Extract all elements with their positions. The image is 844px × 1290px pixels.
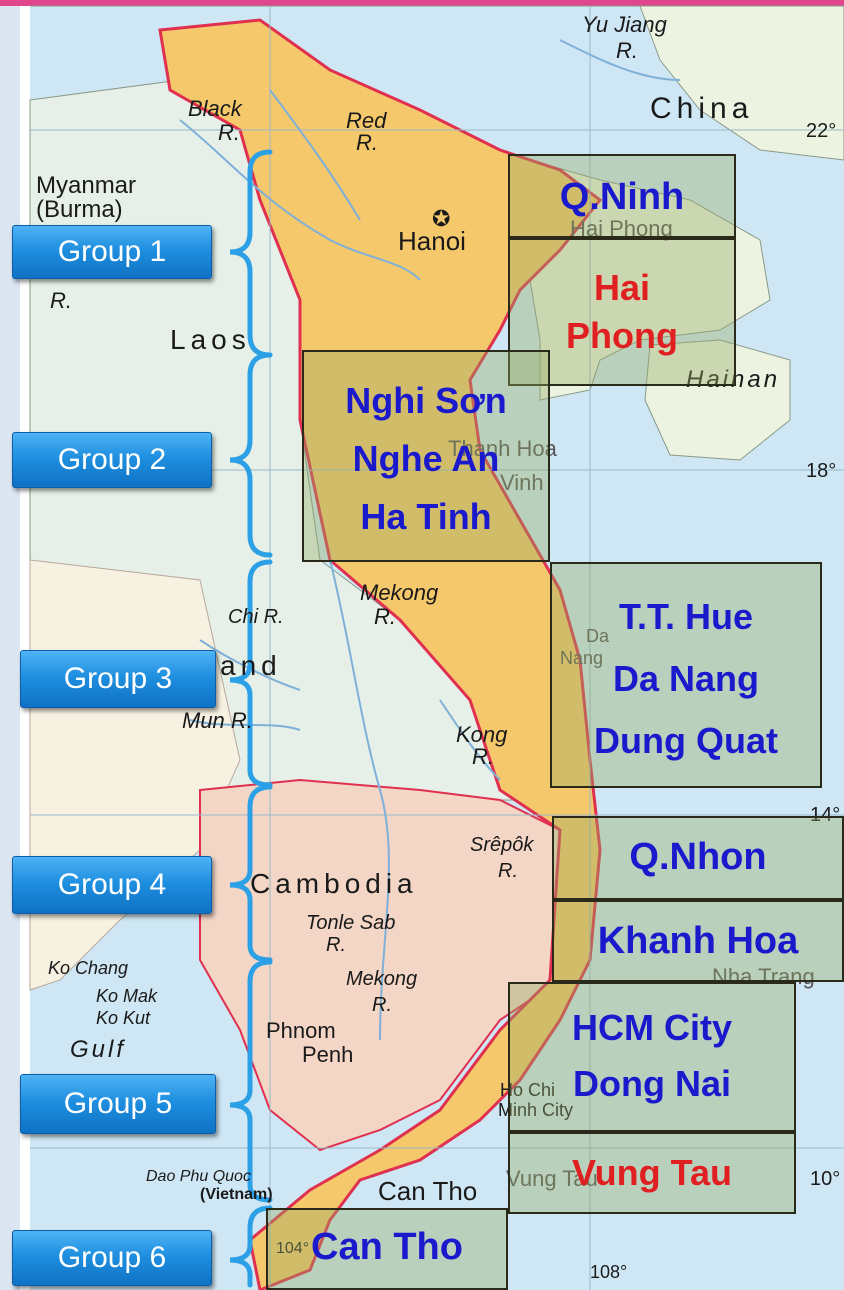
label-r-left: R. [50,288,72,313]
bracket-1 [229,149,273,358]
label-lat-22: 22° [806,120,837,142]
label-mekong-2-r: R. [372,994,392,1016]
label-hcm-1: Ho Chi [500,1080,556,1100]
label-lon-108: 108° [590,1262,628,1282]
label-thanhhoa: Thanh Hoa [448,436,557,461]
label-mun-river: Mun R. [182,708,253,733]
label-yu-jiang: Yu Jiang [582,12,667,37]
label-nhatrang: Nha Trang [712,964,815,989]
region-line: Dong Nai [573,1063,731,1104]
region-line: Dung Quat [594,720,778,761]
label-mekong-2: Mekong [346,968,418,990]
group-2-button[interactable]: Group 2 [12,432,212,488]
region-line: HCM City [572,1007,732,1048]
label-yu-jiang-r: R. [616,38,638,63]
bracket-5 [229,959,273,1203]
label-mekong-1: Mekong [360,580,439,605]
group-4-button[interactable]: Group 4 [12,856,212,914]
label-tonle-sab: Tonle Sab [306,912,396,934]
region-line: Khanh Hoa [597,920,799,962]
label-china: China [650,92,754,125]
label-ko-kut: Ko Kut [96,1008,151,1028]
hainan-island [644,339,791,461]
label-thailand: and [220,650,282,681]
label-lat-14: 14° [810,804,841,826]
bracket-3 [229,559,273,788]
group-6-button[interactable]: Group 6 [12,1230,212,1286]
group-3-button[interactable]: Group 3 [20,650,216,708]
group-1-button[interactable]: Group 1 [12,225,212,279]
label-cambodia: Cambodia [250,868,418,899]
label-kong-river-r: R. [472,744,494,769]
label-ko-mak: Ko Mak [96,986,158,1006]
group-brackets [229,149,273,1288]
label-srepok-r: R. [498,860,518,882]
label-srepok: Srêpôk [470,834,534,856]
label-myanmar: Myanmar [36,172,137,199]
region-box-hue-danang: T.T. Hue Da Nang Dung Quat [550,562,822,788]
region-box-khanhhoa: Khanh Hoa [552,900,844,982]
label-burma: (Burma) [36,196,123,223]
label-phu-quoc: Dao Phu Quoc [146,1168,251,1185]
group-5-button[interactable]: Group 5 [20,1074,216,1134]
region-box-nghison: Nghi Sơn Nghe An Ha Tinh [302,350,550,562]
cambodia-land [199,778,561,1152]
region-line: T.T. Hue [618,596,753,637]
label-chi-river: Chi R. [228,606,284,628]
label-red-river-r: R. [356,130,378,155]
region-box-haiphong: Hai Phong [508,238,736,386]
region-line: Q.Ninh [559,176,685,218]
region-box-hcm: HCM City Dong Nai [508,982,796,1132]
label-tonle-sab-r: R. [326,934,346,956]
label-mekong-1-r: R. [374,604,396,629]
label-cantho-map: Can Tho [378,1176,478,1206]
label-hanoi-star: ✪ [432,206,451,231]
label-lat-18: 18° [806,460,837,482]
label-hcm-2: Minh City [498,1100,574,1120]
label-vinh: Vinh [500,470,544,495]
label-red-river: Red [346,108,387,133]
frame-top [0,0,844,6]
region-line: Hai [593,267,651,308]
region-line: Da Nang [612,658,760,699]
region-box-qninh: Q.Ninh [508,154,736,238]
label-lon-104: 104° [276,1240,310,1257]
label-phnompenh-2: Penh [302,1042,354,1067]
label-black-river-r: R. [218,120,240,145]
region-box-qnhon: Q.Nhon [552,816,844,900]
bracket-4 [229,784,273,963]
region-line: Ha Tinh [360,496,492,537]
label-laos: Laos [170,324,251,355]
label-lat-10: 10° [810,1168,841,1190]
region-line: Vung Tau [572,1152,732,1193]
label-danang-1: Da [586,626,610,646]
bracket-6 [229,1205,273,1288]
map-gridlines [30,6,844,1290]
bracket-2 [229,352,273,558]
vietnam-land [158,18,603,1290]
region-line: Nghi Sơn [345,380,507,421]
region-line: Nghe An [352,438,500,479]
region-line: Phong [566,315,678,356]
label-vungtau-map: Vung Tau [506,1166,598,1191]
label-danang-2: Nang [560,648,604,668]
label-hanoi: Hanoi [398,226,466,256]
region-line: Can Tho [311,1226,463,1268]
region-box-cantho: Can Tho [266,1208,508,1290]
label-ko-chang: Ko Chang [48,958,129,978]
region-box-vungtau: Vung Tau [508,1132,796,1214]
label-phnompenh-1: Phnom [266,1018,336,1043]
frame-left-shade [0,6,20,1290]
label-gulf: Gulf [70,1036,127,1063]
label-hainan: Hainan [686,366,781,393]
region-line: Q.Nhon [629,836,767,878]
label-kong-river: Kong [456,722,508,747]
label-black-river: Black [188,96,242,121]
label-vietnam-paren: (Vietnam) [200,1186,273,1203]
